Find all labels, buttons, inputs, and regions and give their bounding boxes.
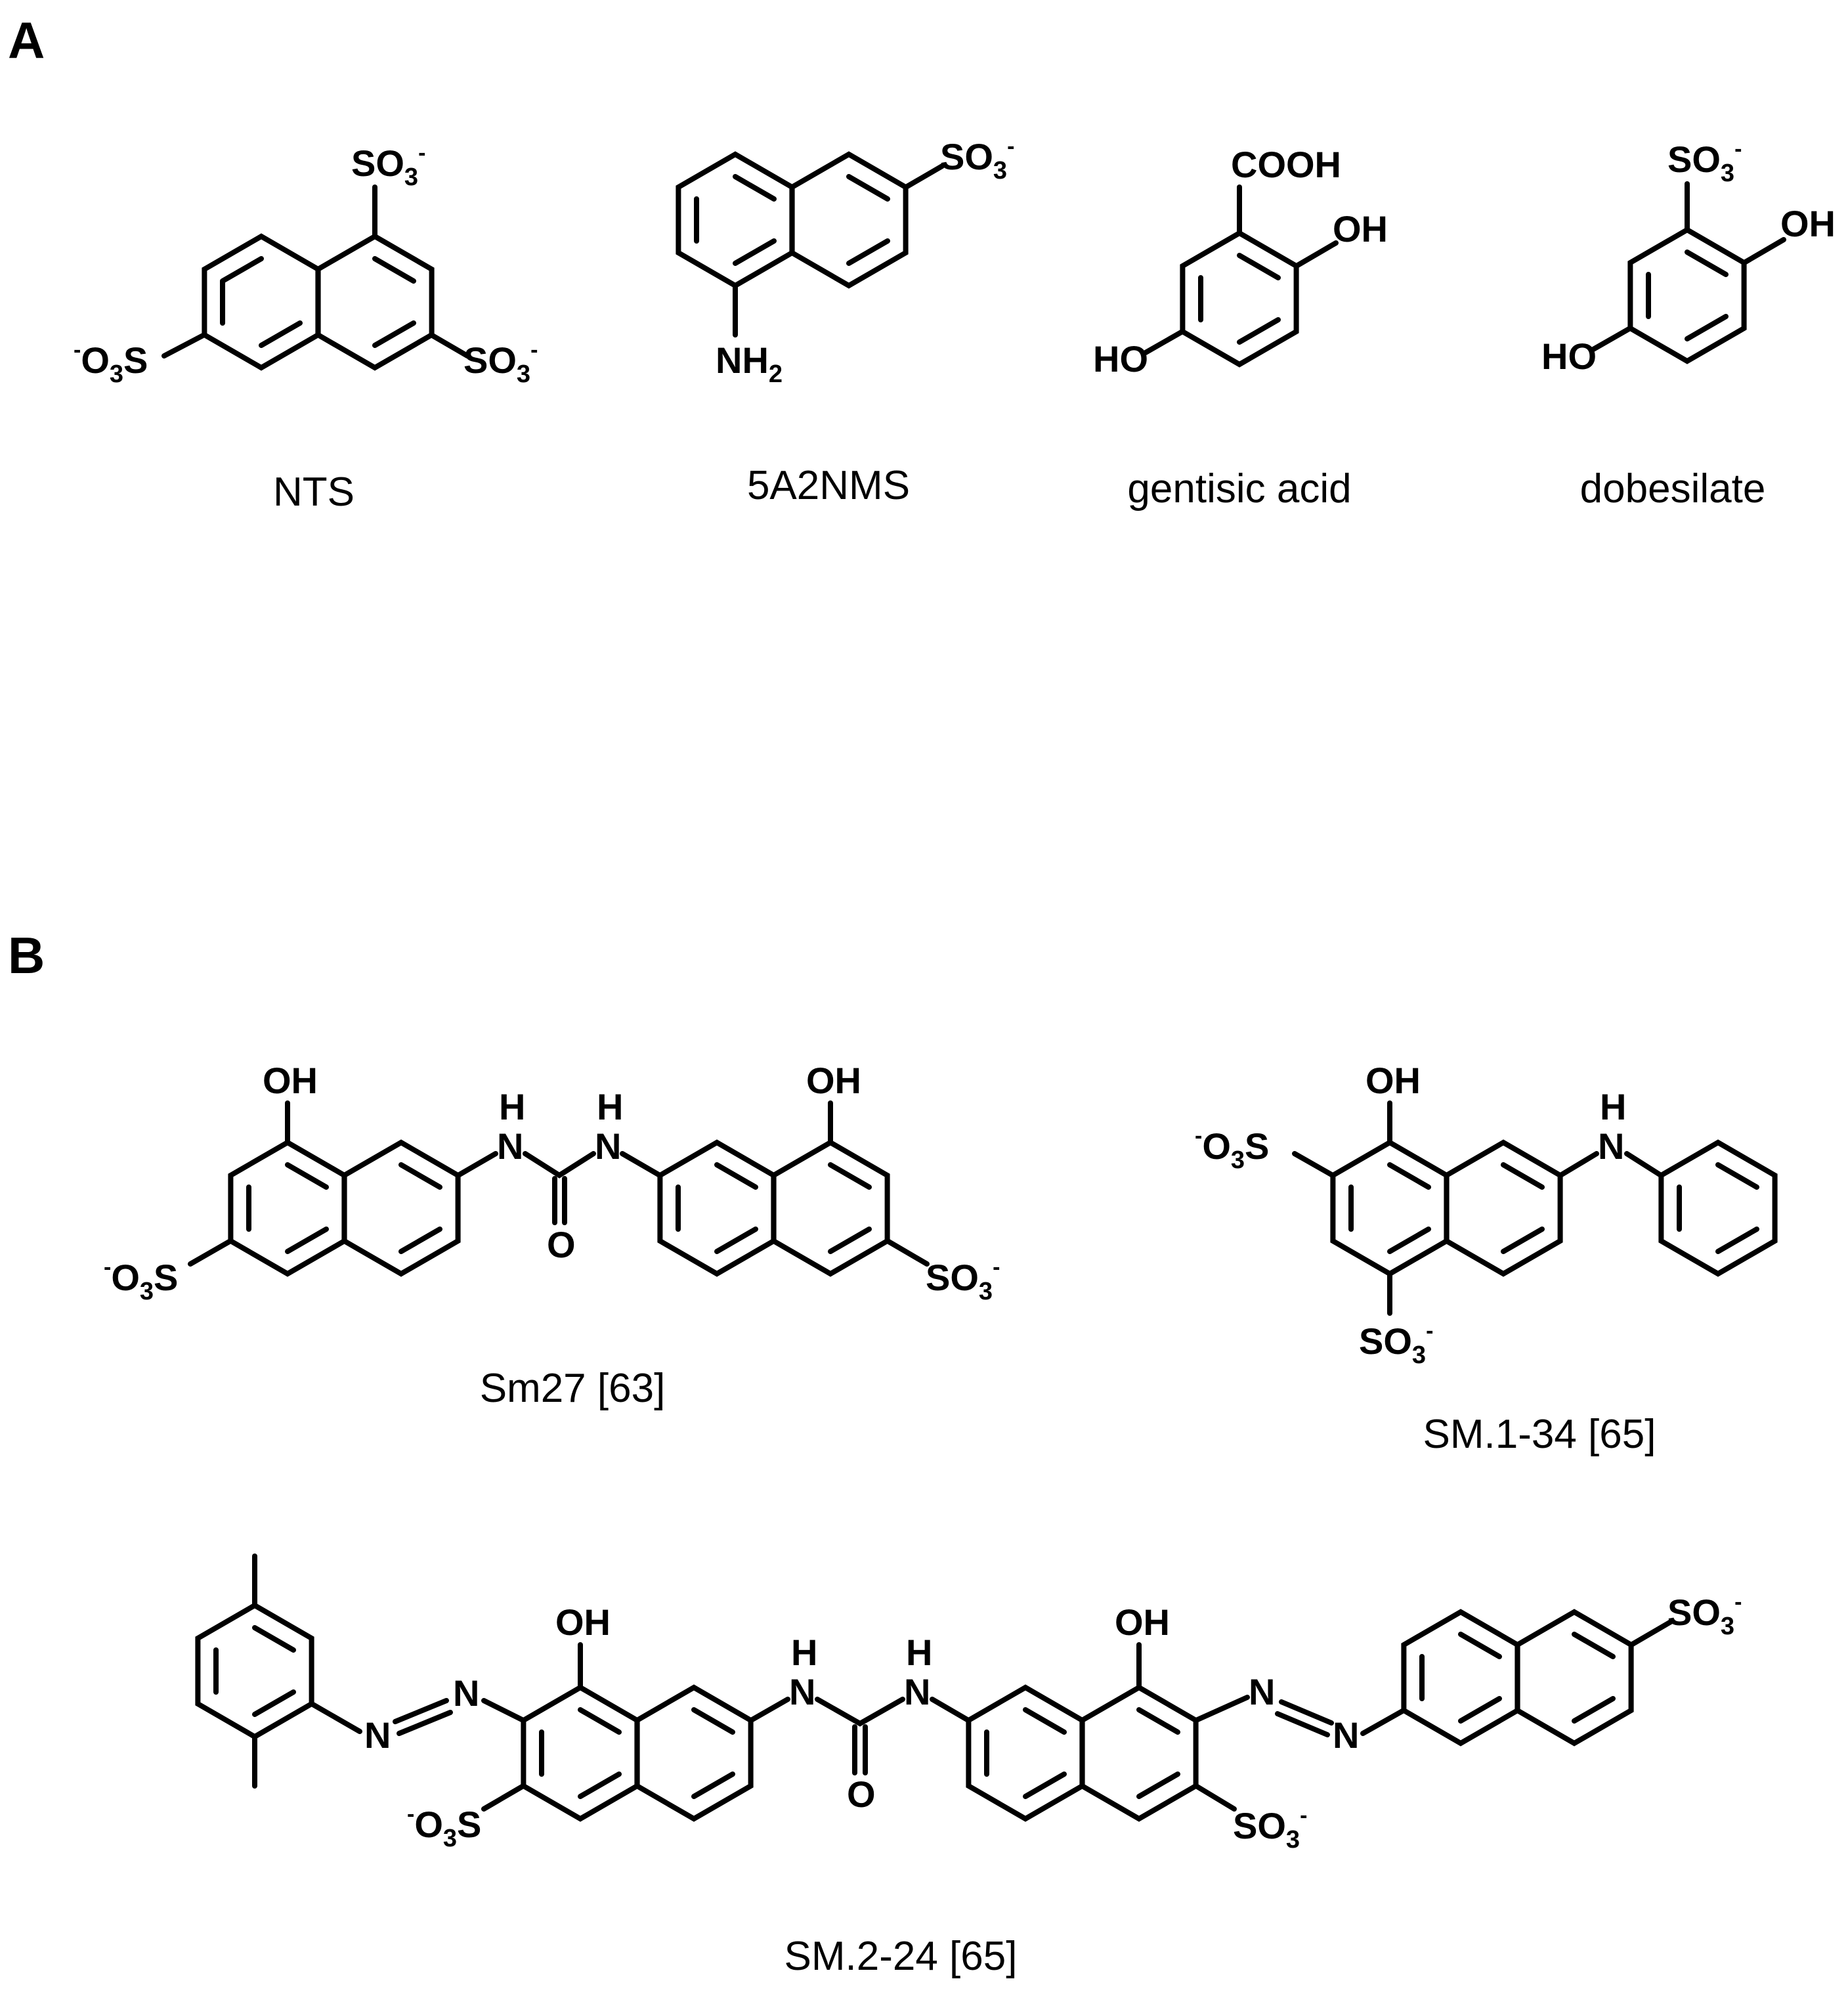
caption-sm2-24: SM.2-24 [65] xyxy=(784,1934,1018,1979)
atom-label: H xyxy=(1600,1086,1626,1127)
atom-label: N xyxy=(1598,1125,1624,1167)
atom-label: N xyxy=(497,1125,523,1167)
molecule-5a2nms: SO3- NH2 xyxy=(678,134,1014,388)
atom-label: SO3- xyxy=(1233,1803,1307,1854)
caption-5a2nms: 5A2NMS xyxy=(747,463,910,508)
atom-label: SO3- xyxy=(1359,1318,1433,1369)
caption-sm27: Sm27 [63] xyxy=(480,1366,666,1411)
atom-label: OH xyxy=(555,1601,611,1643)
atom-label: N xyxy=(595,1125,621,1167)
atom-label: N xyxy=(789,1671,815,1712)
atom-label: SO3- xyxy=(1667,1590,1742,1640)
atom-label: OH xyxy=(1365,1060,1421,1101)
atom-label: SO3- xyxy=(1667,137,1742,187)
atom-label: SO3- xyxy=(926,1255,1000,1305)
molecule-sm1-34: OH -O3S SO3- N H xyxy=(1195,1060,1775,1369)
atom-label: SO3- xyxy=(463,337,538,388)
atom-label: OH xyxy=(1115,1601,1170,1643)
atom-label: N xyxy=(364,1714,391,1756)
atom-label: H xyxy=(791,1632,817,1673)
molecule-gentisic-acid: COOH OH HO xyxy=(1093,144,1388,380)
panel-label-a: A xyxy=(8,11,45,69)
atom-label: H xyxy=(906,1632,932,1673)
atom-label: N xyxy=(453,1672,479,1714)
atom-label: SO3- xyxy=(940,134,1014,185)
atom-label: SO3- xyxy=(351,141,425,191)
atom-label: OH xyxy=(1780,203,1836,244)
atom-label: COOH xyxy=(1231,144,1341,185)
atom-label: O xyxy=(547,1224,576,1265)
atom-label: HO xyxy=(1093,338,1148,380)
atom-label: -O3S xyxy=(407,1802,481,1852)
atom-label: N xyxy=(1333,1714,1359,1756)
atom-label: -O3S xyxy=(104,1255,178,1305)
molecule-dobesilate: SO3- OH HO xyxy=(1541,137,1836,377)
caption-sm1-34: SM.1-34 [65] xyxy=(1423,1412,1656,1457)
atom-label: NH2 xyxy=(716,339,783,388)
caption-nts: NTS xyxy=(273,469,355,515)
atom-label: H xyxy=(499,1086,525,1127)
atom-label: -O3S xyxy=(1195,1123,1269,1174)
atom-label: OH xyxy=(1333,208,1388,250)
atom-label: N xyxy=(904,1671,930,1712)
atom-label: N xyxy=(1249,1671,1275,1712)
molecule-sm2-24: N N OH -O3S N H O N H OH SO3- N xyxy=(198,1554,1742,1854)
caption-dobesilate: dobesilate xyxy=(1580,466,1766,511)
molecule-sm27: OH -O3S N H O N H OH SO3- xyxy=(104,1060,1000,1305)
caption-gentisic-acid: gentisic acid xyxy=(1127,466,1351,511)
panel-label-b: B xyxy=(8,926,45,984)
atom-label: HO xyxy=(1541,336,1597,377)
atom-label: O xyxy=(847,1773,876,1815)
atom-label: H xyxy=(597,1086,623,1127)
molecule-nts: SO3- SO3- -O3S xyxy=(74,141,538,388)
atom-label: OH xyxy=(263,1060,318,1101)
atom-label: OH xyxy=(806,1060,861,1101)
atom-label: -O3S xyxy=(74,337,148,388)
